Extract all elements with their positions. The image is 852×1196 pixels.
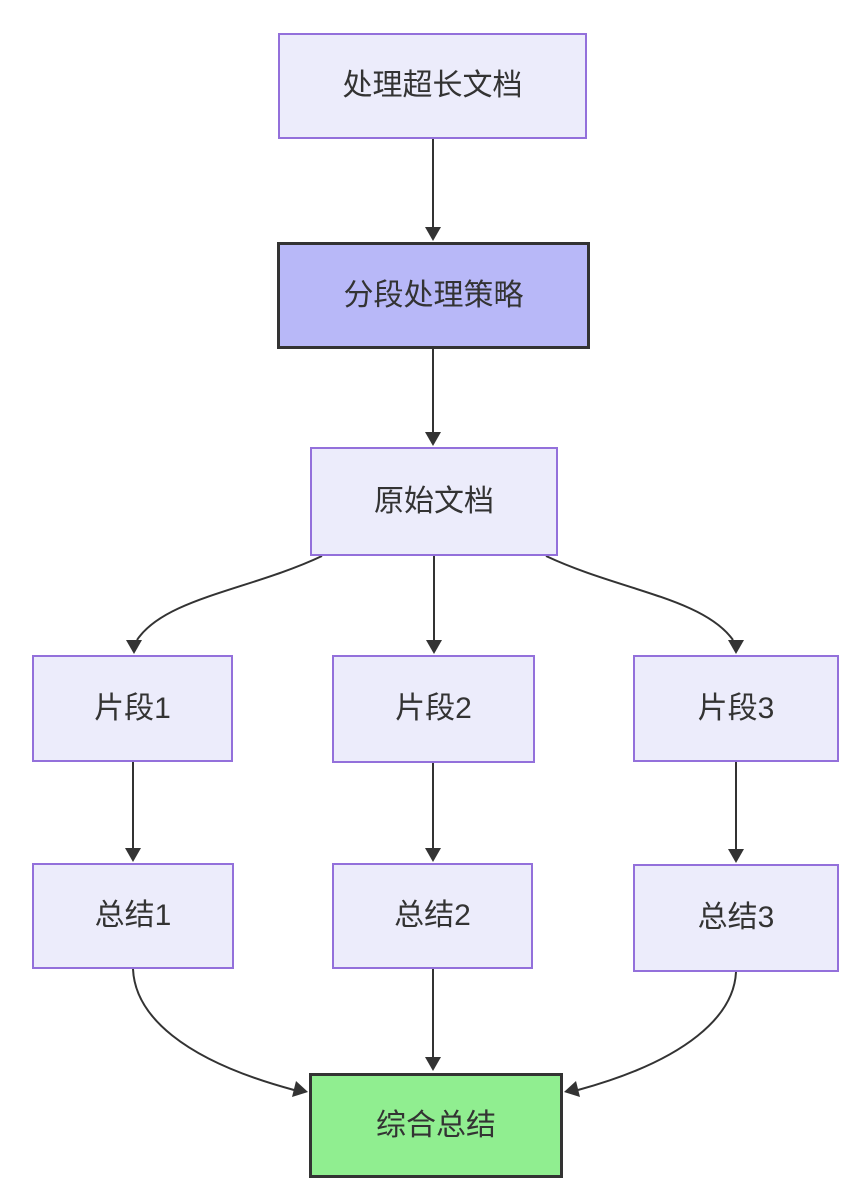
edge-e3-f (577, 971, 737, 1091)
edge-a-b-arrowhead-icon (425, 227, 441, 241)
node-process-long-document-label: 处理超长文档 (342, 69, 523, 102)
node-fragment-2: 片段2 (332, 655, 535, 763)
edge-e1-f (132, 968, 295, 1091)
edge-e3-f-arrowhead-icon (564, 1081, 580, 1097)
edge-d3-e3-arrowhead-icon (728, 849, 744, 863)
node-fragment-1: 片段1 (32, 655, 233, 762)
node-final-summary: 综合总结 (309, 1073, 563, 1178)
edge-b-c-arrowhead-icon (425, 432, 441, 446)
node-summary-1: 总结1 (32, 863, 234, 969)
edge-c-d1 (136, 555, 323, 641)
edge-d1-e1-arrowhead-icon (125, 848, 141, 862)
edge-c-d1-arrowhead-icon (126, 640, 142, 654)
node-fragment-3-label: 片段3 (697, 691, 775, 725)
node-final-summary-label: 综合总结 (376, 1108, 496, 1142)
node-segmentation-strategy-label: 分段处理策略 (343, 278, 524, 312)
edge-d2-e2-arrowhead-icon (425, 848, 441, 862)
node-summary-3: 总结3 (633, 864, 839, 972)
edge-e2-f-arrowhead-icon (425, 1057, 441, 1071)
edge-c-d2-arrowhead-icon (426, 640, 442, 654)
node-original-document-label: 原始文档 (374, 484, 494, 518)
node-summary-2-label: 总结2 (394, 899, 471, 932)
node-summary-1-label: 总结1 (94, 899, 172, 932)
node-fragment-2-label: 片段2 (395, 692, 472, 725)
node-fragment-3: 片段3 (633, 655, 839, 762)
node-process-long-document: 处理超长文档 (278, 33, 587, 139)
edge-c-d3-arrowhead-icon (728, 640, 744, 654)
node-fragment-1-label: 片段1 (94, 691, 171, 725)
node-summary-2: 总结2 (332, 863, 533, 969)
node-segmentation-strategy: 分段处理策略 (277, 242, 590, 349)
edge-e1-f-arrowhead-icon (292, 1081, 308, 1097)
node-original-document: 原始文档 (310, 447, 558, 556)
edge-c-d3 (545, 555, 734, 641)
node-summary-3-label: 总结3 (697, 901, 775, 934)
